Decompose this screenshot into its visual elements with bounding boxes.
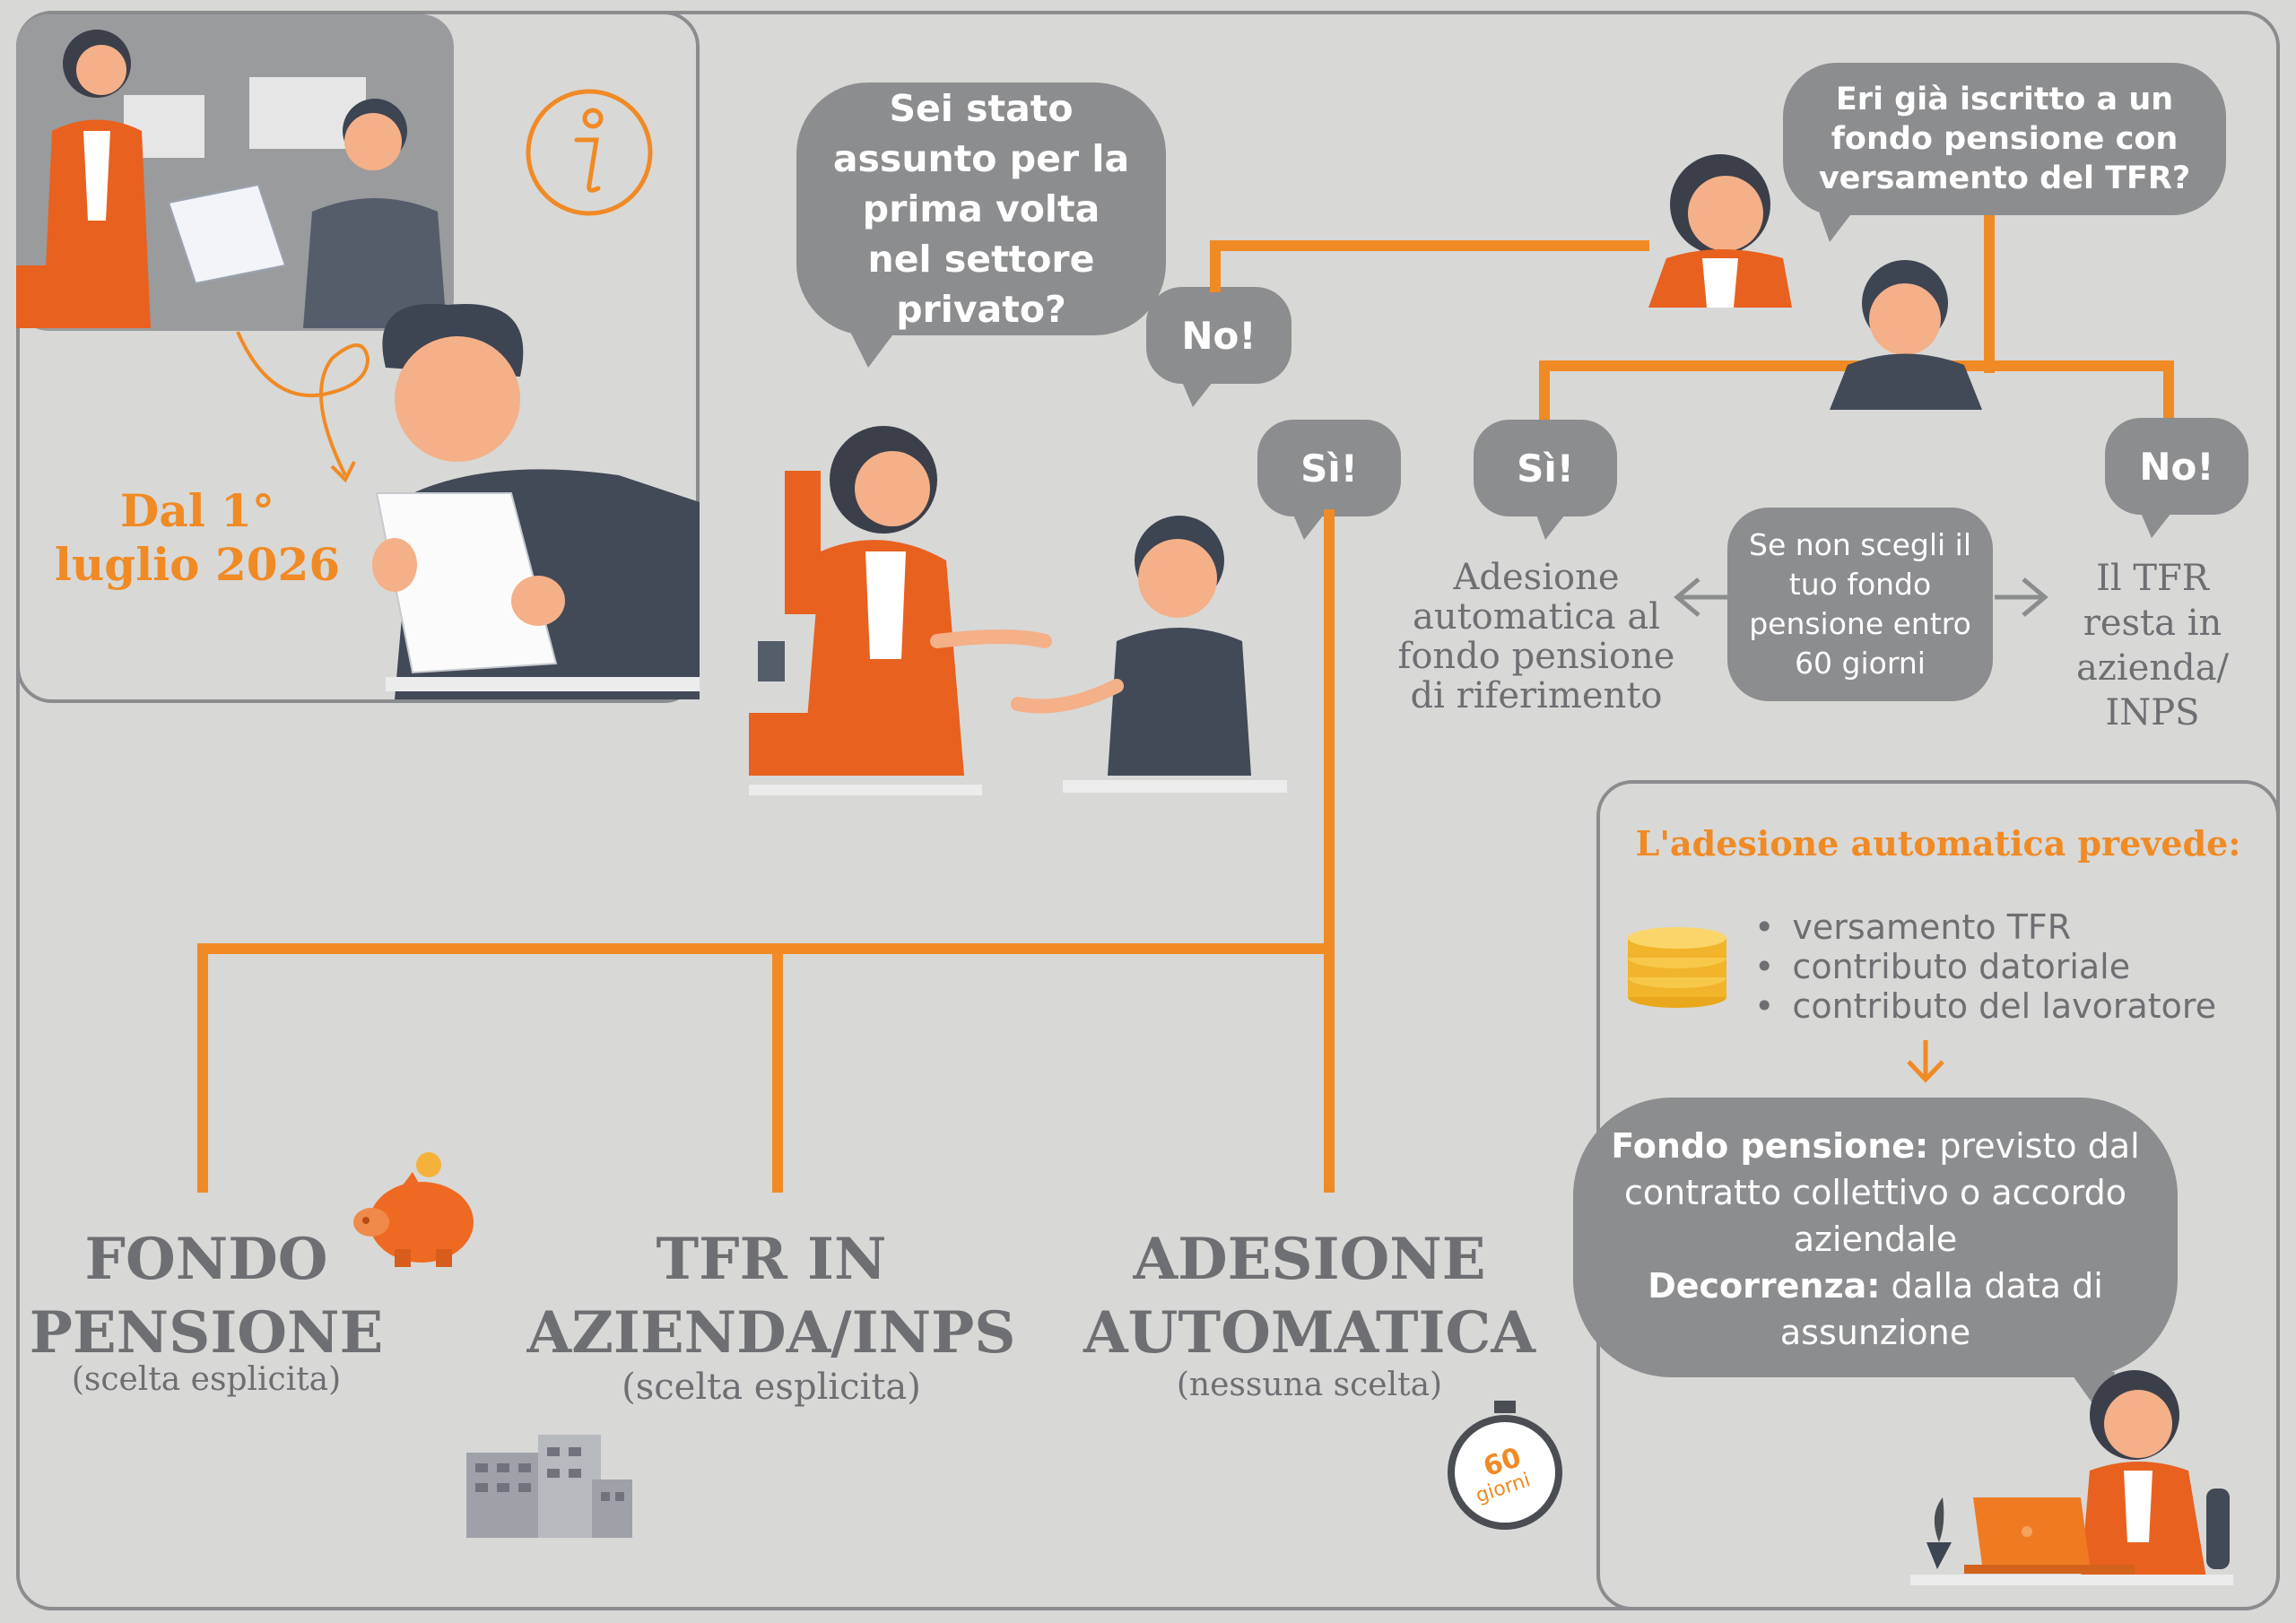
q2-no-text: No! bbox=[2139, 444, 2214, 489]
connector-main-trunk bbox=[1324, 509, 1335, 1193]
auto-box-bullets: versamento TFR contributo datoriale cont… bbox=[1754, 907, 2216, 1026]
auto-enrollment-result: Adesione automatica al fondo pensione di… bbox=[1390, 558, 1683, 716]
worker-avatar bbox=[1830, 260, 1982, 410]
question-prior-fund-bubble: Eri già iscritto a un fondo pensione con… bbox=[1783, 63, 2226, 242]
connector-options-bar bbox=[197, 943, 1335, 954]
start-date-line2: luglio 2026 bbox=[54, 538, 341, 591]
option-auto-subtitle: (nessuna scelta) bbox=[1176, 1367, 1443, 1403]
loop-arrow bbox=[236, 331, 370, 483]
tfr-stays-result-text: Il TFR resta in azienda/ INPS bbox=[2075, 558, 2230, 733]
start-date-label: Dal 1° luglio 2026 bbox=[54, 484, 341, 592]
q1-no-bubble: No! bbox=[1146, 287, 1292, 407]
stopwatch-icon: 60 giorni bbox=[1448, 1401, 1562, 1530]
arrow-down-icon bbox=[1907, 1040, 1944, 1083]
office-building-icon bbox=[466, 1435, 632, 1538]
question-first-job-bubble: Sei stato assunto per la prima volta nel… bbox=[796, 82, 1166, 368]
q2-si-bubble: Sì! bbox=[1474, 420, 1617, 540]
bullet-tfr: versamento TFR bbox=[1754, 907, 2216, 947]
option-tfr-title: TFR IN AZIENDA/INPS bbox=[526, 1226, 1016, 1367]
bullet-tfr-text: versamento TFR bbox=[1792, 907, 2072, 947]
connector-q1-no-vertical bbox=[1210, 244, 1221, 292]
connector-option1 bbox=[197, 943, 208, 1193]
piggy-bank-icon bbox=[353, 1152, 474, 1267]
connector-q2-trunk bbox=[1984, 201, 1995, 373]
fondo-text: previsto dal contratto collettivo o acco… bbox=[1624, 1126, 2140, 1259]
start-date-line1: Dal 1° bbox=[120, 484, 274, 537]
option-fondo-title: FONDO PENSIONE bbox=[29, 1226, 384, 1367]
auto-enrollment-result-text: Adesione automatica al fondo pensione di… bbox=[1397, 557, 1675, 716]
sixty-day-note-text: Se non scegli il tuo fondo pensione entr… bbox=[1749, 527, 1971, 681]
connector-q1-no-horizontal bbox=[1210, 240, 1649, 251]
q2-si-text: Sì! bbox=[1517, 446, 1574, 490]
bullet-employer: contributo datoriale bbox=[1754, 947, 2216, 986]
arrow-right-icon bbox=[1995, 577, 2048, 617]
option-auto-title: ADESIONE AUTOMATICA bbox=[1083, 1226, 1535, 1367]
reading-worker-illustration bbox=[372, 303, 700, 699]
tfr-stays-result: Il TFR resta in azienda/ INPS bbox=[2045, 556, 2260, 735]
decorrenza-label: Decorrenza: bbox=[1648, 1266, 1881, 1306]
hr-handover-illustration bbox=[16, 14, 454, 331]
fondo-label: Fondo pensione: bbox=[1611, 1126, 1929, 1166]
question-prior-fund-text: Eri già iscritto a un fondo pensione con… bbox=[1818, 82, 2191, 196]
bullet-employer-text: contributo datoriale bbox=[1792, 947, 2131, 986]
hr-woman-avatar bbox=[1648, 154, 1792, 308]
q1-si-text: Sì! bbox=[1300, 446, 1358, 490]
question-first-job-text: Sei stato assunto per la prima volta nel… bbox=[832, 87, 1130, 331]
info-icon bbox=[526, 89, 653, 216]
hr-laptop-illustration bbox=[1910, 1370, 2233, 1585]
fondo-info-bubble: Fondo pensione: previsto dal contratto c… bbox=[1573, 1098, 2178, 1422]
decorrenza-text: dalla data di assunzione bbox=[1779, 1266, 2103, 1352]
bullet-worker-text: contributo del lavoratore bbox=[1792, 986, 2217, 1026]
q2-no-bubble: No! bbox=[2105, 418, 2248, 538]
coins-icon bbox=[1628, 927, 1726, 1008]
option-tfr-subtitle: (scelta esplicita) bbox=[622, 1367, 921, 1408]
arrow-left-icon bbox=[1674, 577, 1727, 617]
sixty-day-note-bubble: Se non scegli il tuo fondo pensione entr… bbox=[1727, 508, 1993, 701]
q1-no-text: No! bbox=[1181, 313, 1257, 358]
connector-q2-branch-right bbox=[2163, 360, 2174, 418]
option-fondo-subtitle: (scelta esplicita) bbox=[71, 1361, 342, 1398]
q1-si-bubble: Sì! bbox=[1257, 420, 1401, 540]
auto-box-title: L'adesione automatica prevede: bbox=[1635, 823, 2241, 864]
bullet-worker: contributo del lavoratore bbox=[1754, 986, 2216, 1026]
hr-interview-illustration bbox=[749, 426, 1287, 795]
connector-q2-branch-left bbox=[1539, 360, 1550, 425]
connector-option2 bbox=[772, 943, 783, 1193]
